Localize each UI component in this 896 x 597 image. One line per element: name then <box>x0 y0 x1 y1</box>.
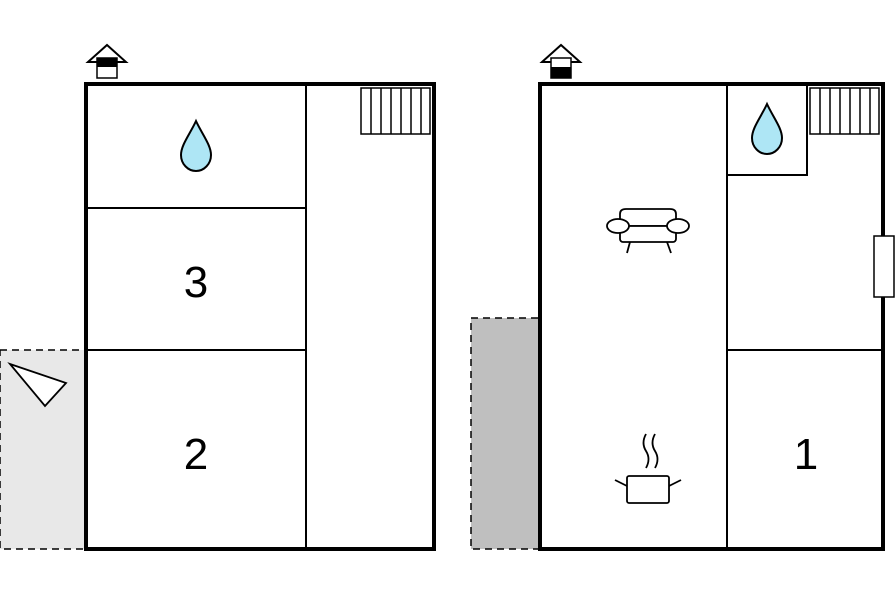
upper-floor-outline <box>84 82 436 551</box>
cooking-pot-icon <box>614 433 682 504</box>
room-label-bedroom-3: 3 <box>184 258 208 307</box>
room-label-bedroom-1: 1 <box>794 430 818 479</box>
sofa-icon <box>606 208 690 254</box>
house-entrance-icon <box>85 43 129 79</box>
stairs-icon <box>360 87 431 135</box>
room-label-bedroom-2: 2 <box>184 430 208 479</box>
stairs-icon <box>809 87 880 135</box>
ground-floor-outline <box>538 82 885 551</box>
water-drop-icon <box>750 101 784 156</box>
house-entrance-icon <box>539 43 583 79</box>
floor-plan-ground: 1 <box>470 43 895 551</box>
bathroom-walls <box>726 83 808 176</box>
water-drop-icon <box>179 118 213 173</box>
window-icon <box>873 235 895 298</box>
terrace-area <box>470 317 541 550</box>
sun-shade-icon <box>7 362 68 408</box>
floor-plan-upper: 3 2 <box>0 43 436 551</box>
